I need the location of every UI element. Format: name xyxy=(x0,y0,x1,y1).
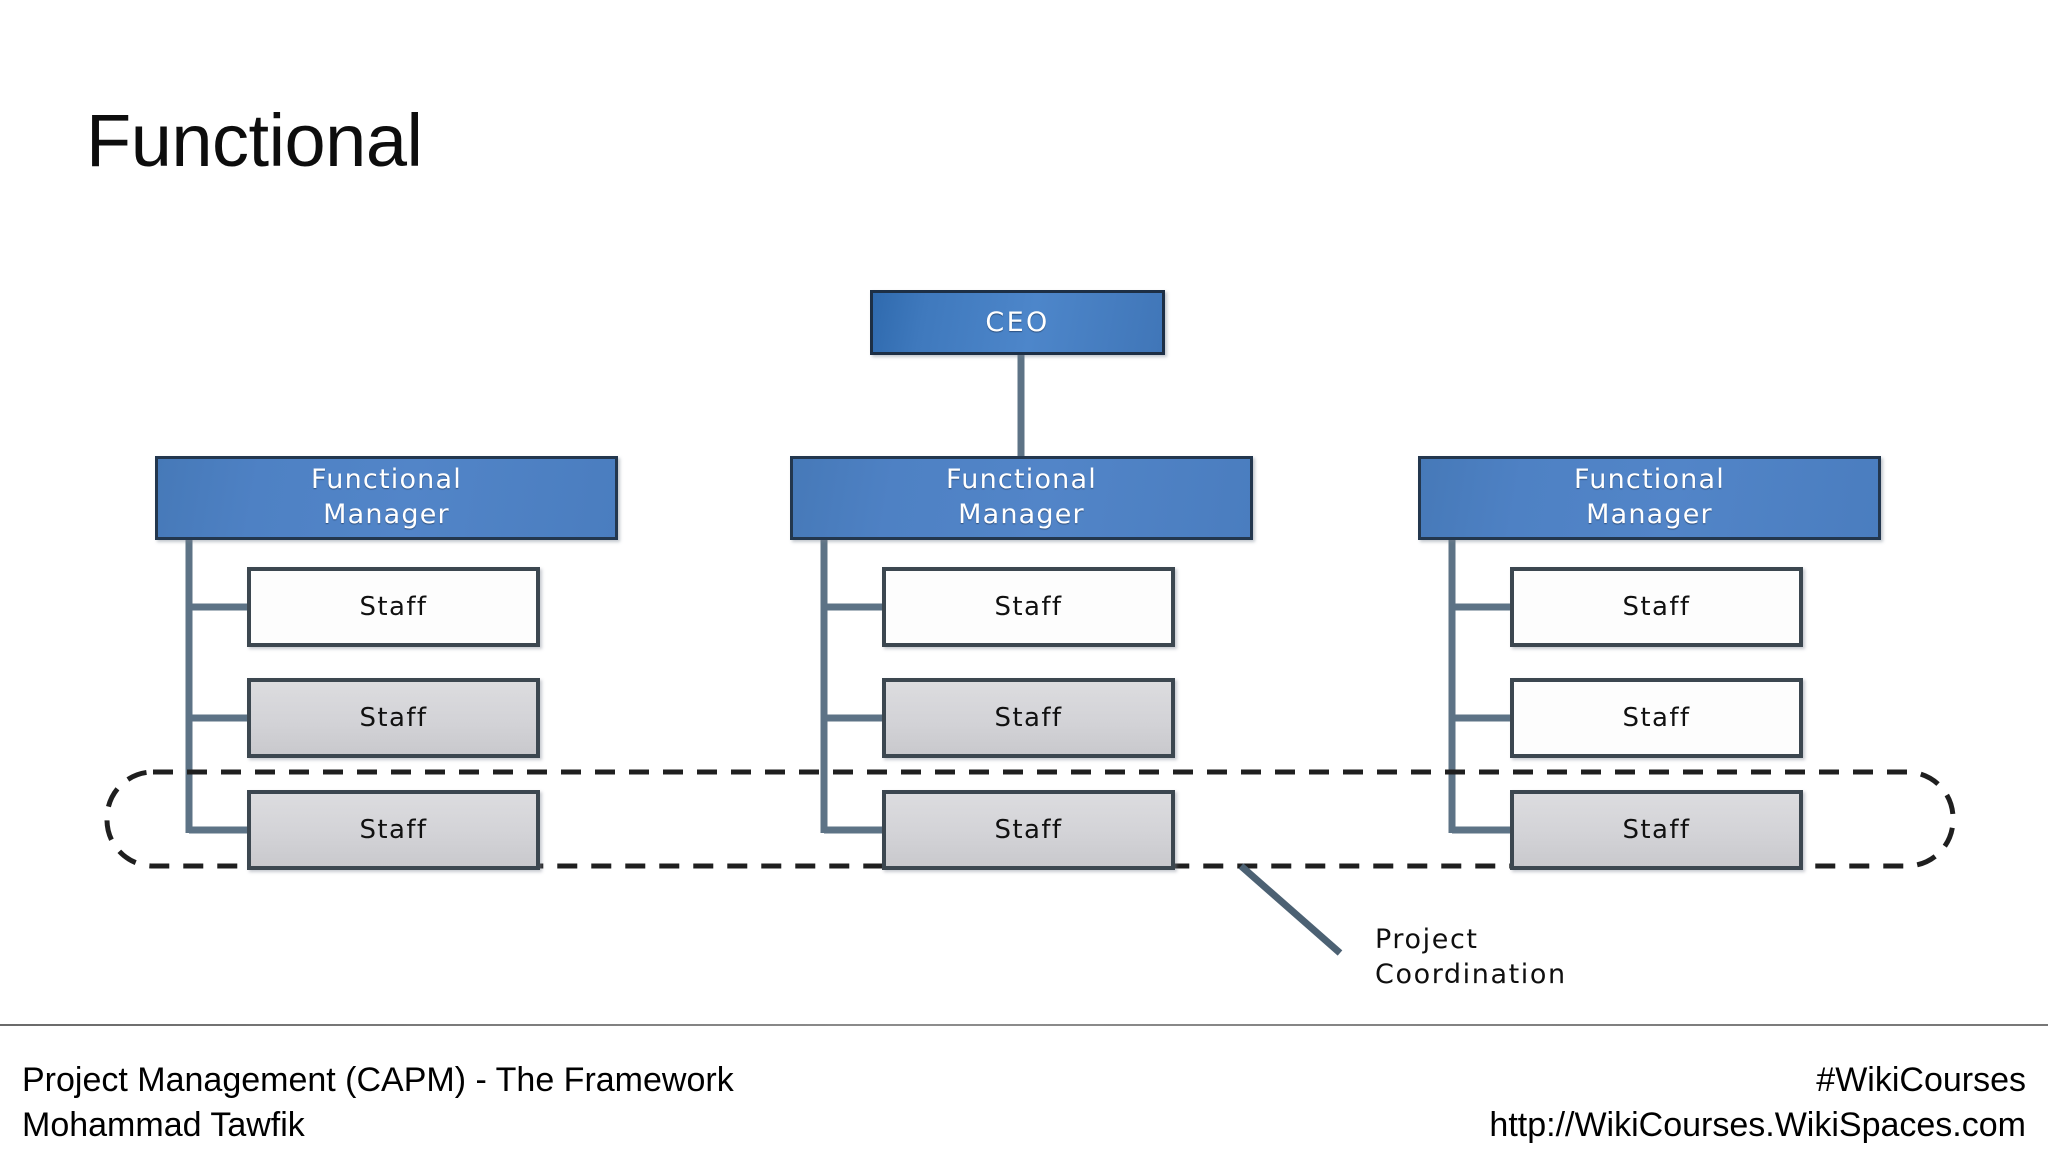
footer-left-line-2: Mohammad Tawfik xyxy=(22,1105,305,1144)
node-staff-2-3-label: Staff xyxy=(994,815,1063,845)
node-staff-3-3[interactable]: Staff xyxy=(1510,790,1803,870)
node-ceo-label: CEO xyxy=(985,307,1050,338)
node-ceo[interactable]: CEO xyxy=(870,290,1165,355)
node-manager-2[interactable]: Functional Manager xyxy=(790,456,1253,540)
node-staff-1-1-label: Staff xyxy=(359,592,428,622)
footer-right-link[interactable]: http://WikiCourses.WikiSpaces.com xyxy=(1489,1105,2026,1144)
node-staff-2-1[interactable]: Staff xyxy=(882,567,1175,647)
node-staff-2-3[interactable]: Staff xyxy=(882,790,1175,870)
footer-right: #WikiCourses http://WikiCourses.WikiSpac… xyxy=(1489,1058,2026,1148)
node-staff-2-2-label: Staff xyxy=(994,703,1063,733)
node-staff-3-3-label: Staff xyxy=(1622,815,1691,845)
node-manager-1[interactable]: Functional Manager xyxy=(155,456,618,540)
footer-divider xyxy=(0,1024,2048,1026)
node-staff-2-2[interactable]: Staff xyxy=(882,678,1175,758)
node-staff-3-1-label: Staff xyxy=(1622,592,1691,622)
node-manager-3[interactable]: Functional Manager xyxy=(1418,456,1881,540)
node-manager-2-label: Functional Manager xyxy=(946,464,1097,530)
node-staff-2-1-label: Staff xyxy=(994,592,1063,622)
node-staff-1-3[interactable]: Staff xyxy=(247,790,540,870)
node-staff-3-1[interactable]: Staff xyxy=(1510,567,1803,647)
project-coordination-label: Project Coordination xyxy=(1375,924,1567,991)
node-staff-3-2-label: Staff xyxy=(1622,703,1691,733)
annotation-leader-line xyxy=(1238,863,1343,956)
node-manager-3-label: Functional Manager xyxy=(1574,464,1725,530)
connector-layer xyxy=(104,355,1956,956)
node-staff-1-2-label: Staff xyxy=(359,703,428,733)
footer-left: Project Management (CAPM) - The Framewor… xyxy=(22,1058,734,1148)
org-chart-diagram: CEO Functional Manager Staff Staff Staff… xyxy=(104,290,1956,991)
footer-left-line-1: Project Management (CAPM) - The Framewor… xyxy=(22,1061,734,1099)
node-staff-1-2[interactable]: Staff xyxy=(247,678,540,758)
node-manager-1-label: Functional Manager xyxy=(311,464,462,530)
node-staff-3-2[interactable]: Staff xyxy=(1510,678,1803,758)
node-staff-1-3-label: Staff xyxy=(359,815,428,845)
node-staff-1-1[interactable]: Staff xyxy=(247,567,540,647)
page-title: Functional xyxy=(86,99,423,182)
footer-right-line-1: #WikiCourses xyxy=(1816,1061,2026,1099)
